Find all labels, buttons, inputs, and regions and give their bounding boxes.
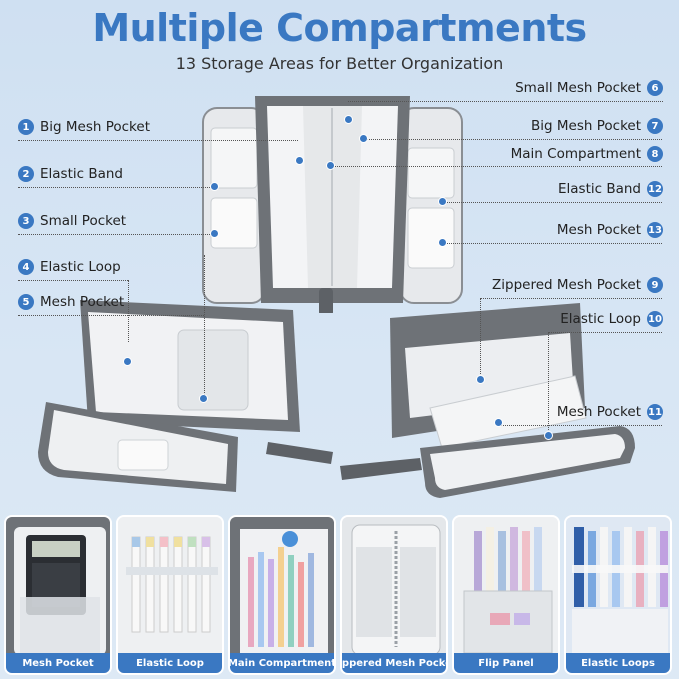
page-subtitle: 13 Storage Areas for Better Organization: [175, 54, 504, 73]
label-text: Big Mesh Pocket: [40, 119, 150, 135]
marker-dot: [123, 357, 132, 366]
badge-9: 9: [647, 277, 663, 293]
thumbnail-photo: [454, 517, 558, 657]
marker-dot: [494, 418, 503, 427]
thumbnail-main-compartment: Main Compartment: [228, 515, 336, 675]
leader-line: [500, 425, 662, 426]
badge-1: 1: [18, 119, 34, 135]
marker-dot: [438, 238, 447, 247]
leader-line: [18, 234, 214, 235]
label-big-mesh-pocket-right: Big Mesh Pocket 7: [531, 118, 663, 134]
thumbnail-elastic-loop: Elastic Loop: [116, 515, 224, 675]
label-big-mesh-pocket: 1 Big Mesh Pocket: [18, 119, 150, 135]
page-title: Multiple Compartments: [92, 6, 587, 50]
label-main-compartment: Main Compartment 8: [511, 146, 663, 162]
leader-line: [18, 187, 214, 188]
label-text: Elastic Loop: [560, 311, 641, 327]
label-mesh-pocket-11: Mesh Pocket 11: [557, 404, 663, 420]
label-text: Small Pocket: [40, 213, 127, 229]
thumbnail-photo: [566, 517, 670, 657]
left-case-illustration: [38, 300, 333, 492]
badge-8: 8: [647, 146, 663, 162]
leader-line: [18, 140, 298, 141]
badge-7: 7: [647, 118, 663, 134]
label-text: Zippered Mesh Pocket: [492, 277, 641, 293]
leader-line: [128, 280, 129, 342]
thumbnail-mesh-pocket: Mesh Pocket: [4, 515, 112, 675]
marker-dot: [344, 115, 353, 124]
leader-line: [204, 255, 205, 395]
marker-dot: [295, 156, 304, 165]
label-small-pocket: 3 Small Pocket: [18, 213, 126, 229]
thumbnail-photo: [6, 517, 110, 657]
leader-line: [443, 202, 662, 203]
thumbnail-photo: [230, 517, 334, 657]
label-elastic-band-right: Elastic Band 12: [558, 181, 663, 197]
thumbnail-flip-panel: Flip Panel: [452, 515, 560, 675]
badge-11: 11: [647, 404, 663, 420]
leader-line: [18, 280, 128, 281]
leader-line: [362, 139, 662, 140]
badge-10: 10: [647, 311, 663, 327]
marker-dot: [544, 431, 553, 440]
marker-dot: [199, 394, 208, 403]
thumbnail-elastic-loops: Elastic Loops: [564, 515, 672, 675]
marker-dot: [359, 134, 368, 143]
thumbnail-caption: Zippered Mesh Pocket: [342, 653, 446, 673]
label-zippered-mesh-pocket: Zippered Mesh Pocket 9: [492, 277, 663, 293]
badge-12: 12: [647, 181, 663, 197]
thumbnail-photo: [342, 517, 446, 657]
label-elastic-loop: 4 Elastic Loop: [18, 259, 121, 275]
leader-line: [443, 243, 662, 244]
leader-line: [548, 332, 662, 333]
badge-3: 3: [18, 213, 34, 229]
label-text: Mesh Pocket: [556, 404, 641, 420]
label-small-mesh-pocket: Small Mesh Pocket 6: [515, 80, 663, 96]
leader-line: [480, 298, 481, 376]
thumbnail-zippered-mesh-pocket: Zippered Mesh Pocket: [340, 515, 448, 675]
label-text: Big Mesh Pocket: [531, 118, 641, 134]
label-text: Elastic Band: [557, 181, 641, 197]
leader-line: [480, 298, 662, 299]
label-text: Elastic Loop: [40, 259, 121, 275]
thumbnail-caption: Elastic Loops: [566, 653, 670, 673]
leader-line: [330, 166, 662, 167]
marker-dot: [438, 197, 447, 206]
leader-line: [18, 315, 204, 316]
thumbnail-caption: Elastic Loop: [118, 653, 222, 673]
marker-dot: [210, 229, 219, 238]
label-text: Main Compartment: [510, 146, 641, 162]
leader-line: [548, 332, 549, 432]
right-case-illustration: [340, 303, 635, 498]
label-text: Elastic Band: [40, 166, 124, 182]
label-elastic-band: 2 Elastic Band: [18, 166, 123, 182]
thumbnail-caption: Flip Panel: [454, 653, 558, 673]
marker-dot: [326, 161, 335, 170]
badge-5: 5: [18, 294, 34, 310]
badge-4: 4: [18, 259, 34, 275]
thumbnail-photo: [118, 517, 222, 657]
badge-13: 13: [647, 222, 663, 238]
leader-line: [348, 101, 663, 102]
marker-dot: [210, 182, 219, 191]
label-text: Mesh Pocket: [556, 222, 641, 238]
thumbnail-caption: Main Compartment: [230, 653, 334, 673]
badge-2: 2: [18, 166, 34, 182]
marker-dot: [476, 375, 485, 384]
top-case-illustration: [202, 96, 463, 313]
label-text: Small Mesh Pocket: [515, 80, 641, 96]
thumbnail-caption: Mesh Pocket: [6, 653, 110, 673]
badge-6: 6: [647, 80, 663, 96]
label-mesh-pocket-left: 5 Mesh Pocket: [18, 294, 124, 310]
label-elastic-loop-right: Elastic Loop 10: [560, 311, 663, 327]
label-mesh-pocket-13: Mesh Pocket 13: [557, 222, 663, 238]
label-text: Mesh Pocket: [40, 294, 125, 310]
